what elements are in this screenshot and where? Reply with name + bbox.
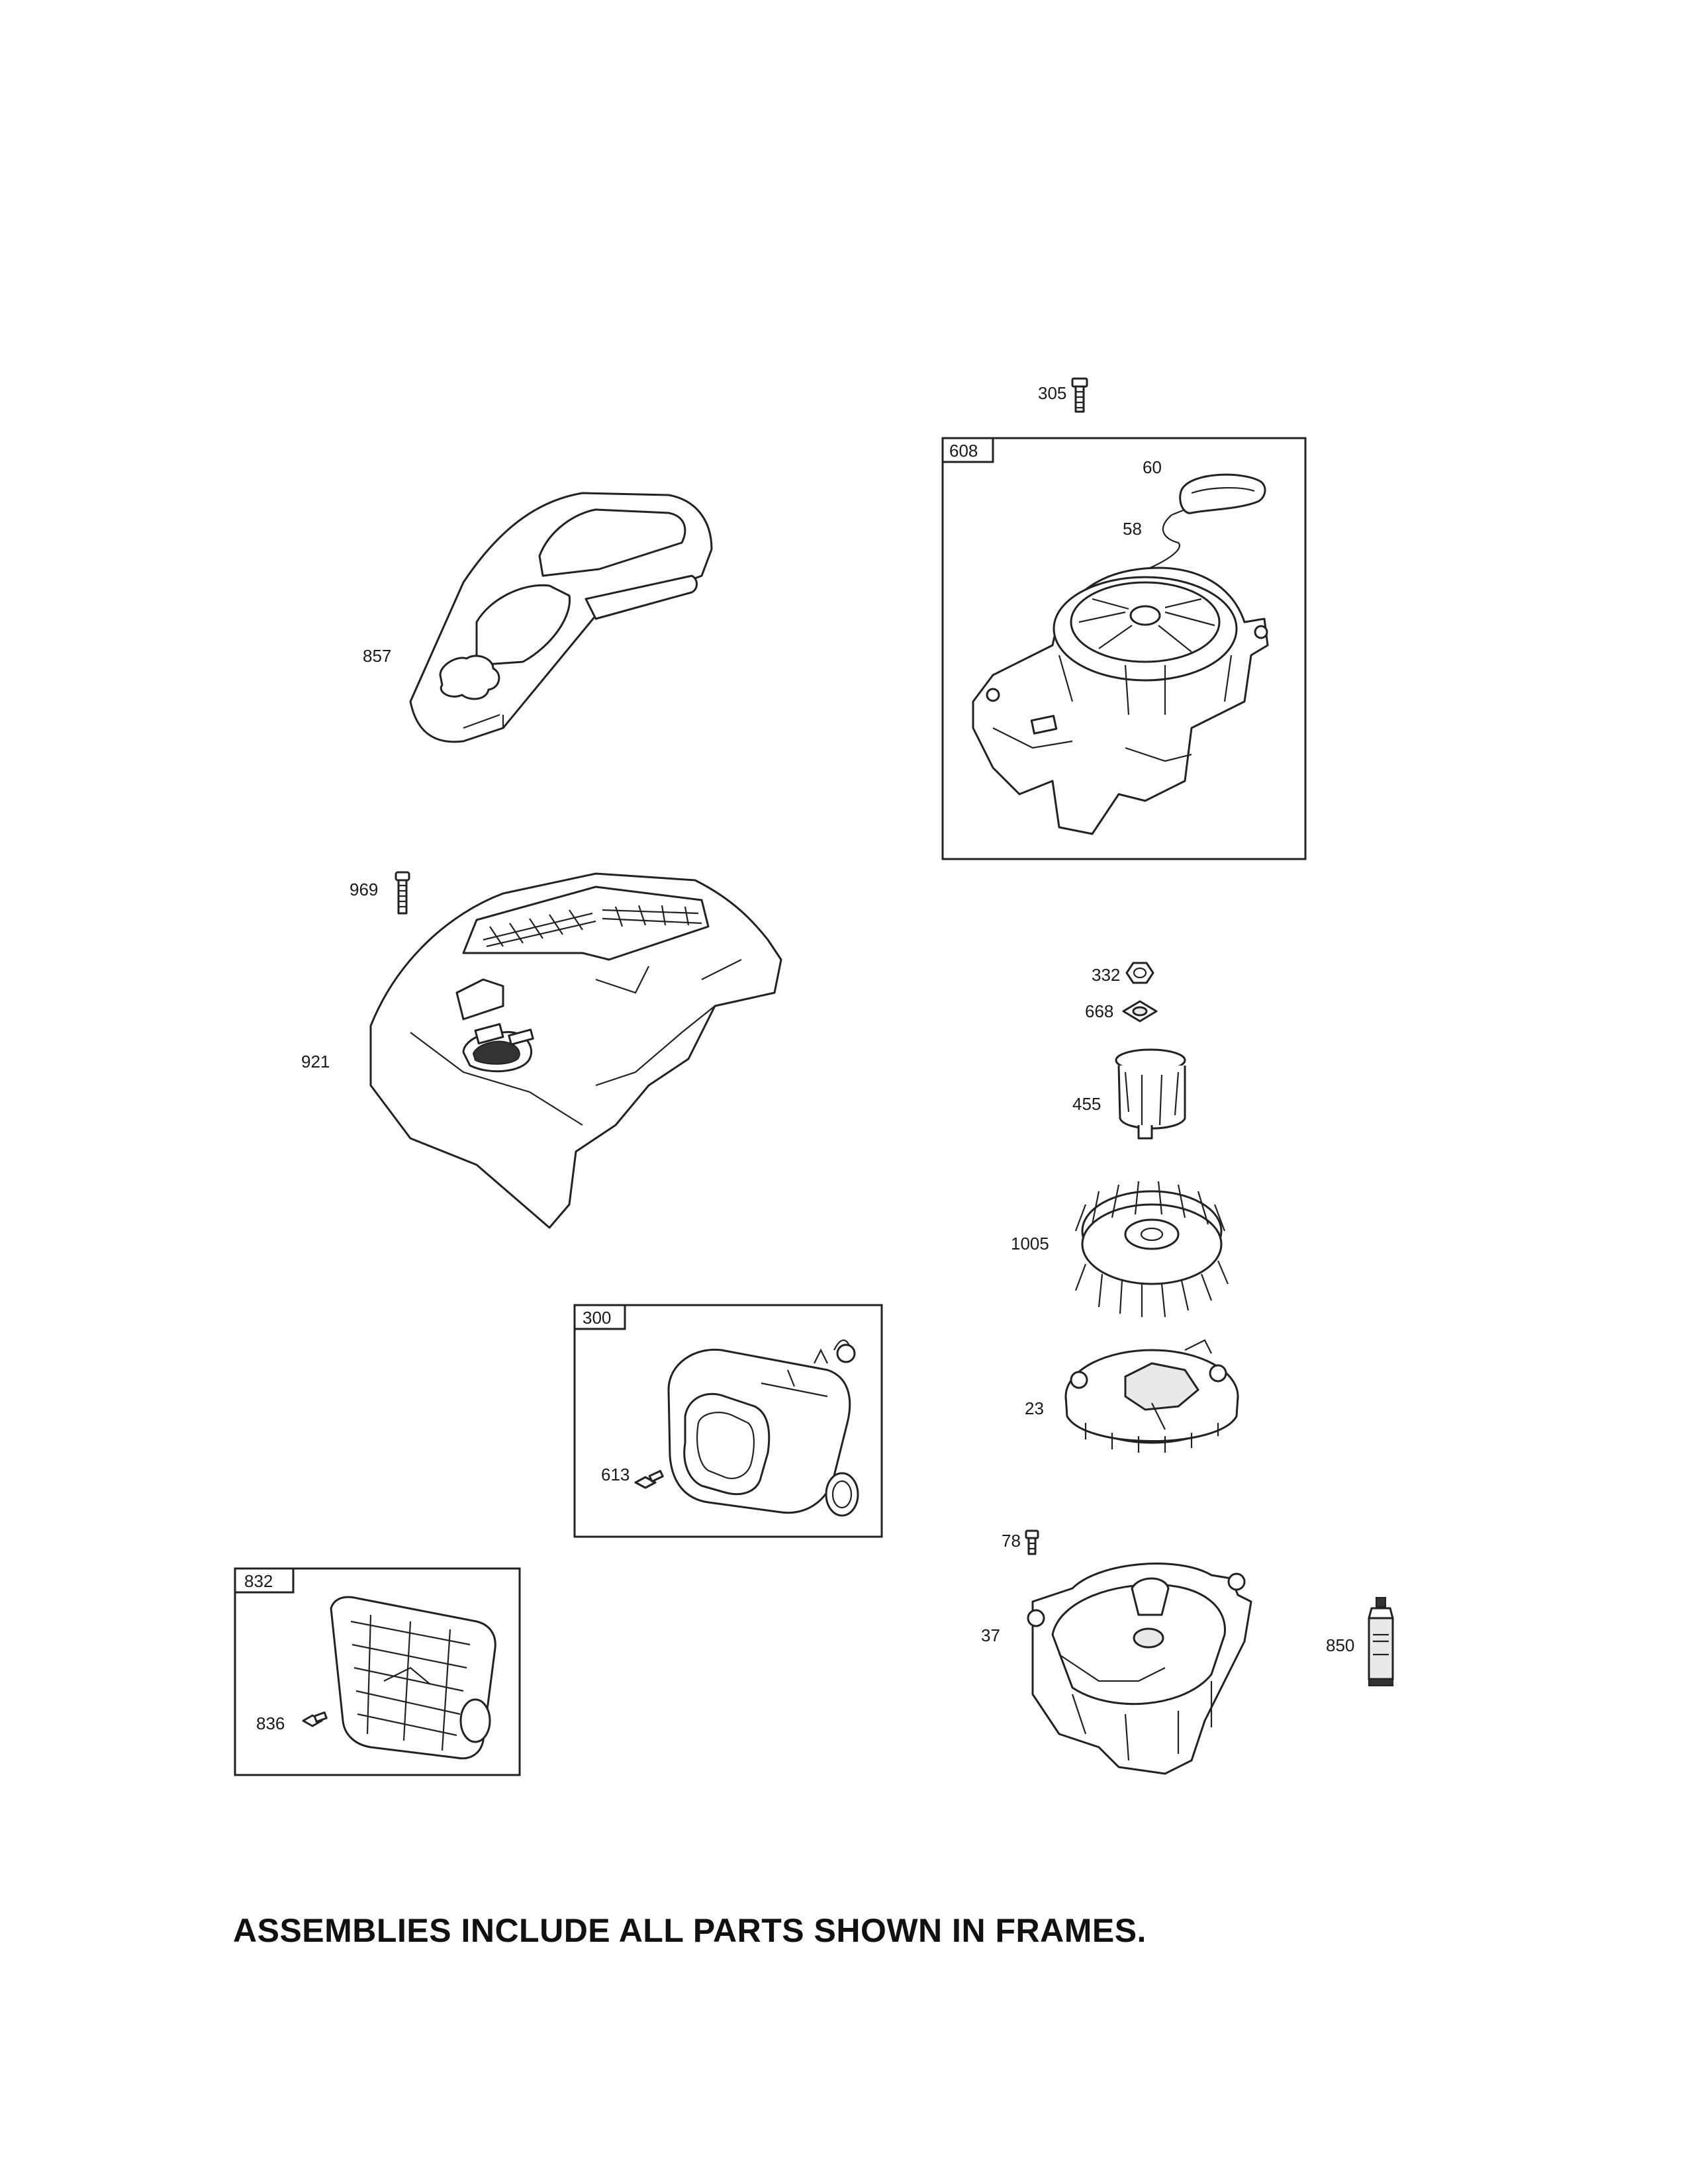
part-921: 921: [301, 872, 782, 1229]
crankcase-37-icon: [1027, 1563, 1252, 1775]
part-label-60: 60: [1143, 457, 1162, 477]
part-969: 969: [350, 871, 410, 915]
part-label-1005: 1005: [1011, 1234, 1049, 1253]
part-label-921: 921: [301, 1052, 330, 1071]
screw-836-icon: [302, 1711, 328, 1727]
screw-305-icon: [1071, 377, 1088, 413]
washer-668-icon: [1122, 1000, 1158, 1023]
part-label-608: 608: [949, 441, 978, 461]
part-label-58: 58: [1123, 519, 1142, 539]
blower-housing-921-icon: [369, 872, 782, 1229]
backplate-23-icon: [1064, 1339, 1239, 1453]
baffle-857-icon: [409, 492, 713, 743]
part-455: 455: [1072, 1048, 1186, 1140]
part-857: 857: [363, 492, 713, 743]
part-label-23: 23: [1025, 1398, 1044, 1418]
screw-969-icon: [395, 871, 410, 915]
nut-332-icon: [1125, 962, 1154, 984]
part-23: 23: [1025, 1339, 1239, 1453]
part-668: 668: [1085, 1000, 1158, 1023]
footer-note: ASSEMBLIES INCLUDE ALL PARTS SHOWN IN FR…: [233, 1912, 1147, 1949]
screw-78-icon: [1025, 1529, 1039, 1555]
part-label-832: 832: [244, 1571, 273, 1591]
muffler-guard-832-icon: [330, 1596, 496, 1760]
starter-cup-455-icon: [1115, 1048, 1186, 1140]
flywheel-fan-1005-icon: [1074, 1181, 1229, 1318]
starter-handle-60-icon: [1171, 473, 1266, 516]
part-label-455: 455: [1072, 1094, 1101, 1114]
part-label-969: 969: [350, 880, 378, 899]
part-label-668: 668: [1085, 1001, 1113, 1021]
part-label-37: 37: [981, 1625, 1000, 1645]
frame-832: 832 836: [234, 1567, 521, 1776]
part-1005: 1005: [1011, 1181, 1229, 1318]
starter-housing-icon: [972, 567, 1269, 835]
frame-300: 300 613: [573, 1304, 883, 1538]
part-label-836: 836: [256, 1713, 285, 1733]
part-label-78: 78: [1002, 1531, 1021, 1551]
frame-608: 608 60 58: [941, 437, 1307, 860]
part-label-613: 613: [601, 1465, 630, 1484]
muffler-300-icon: [667, 1339, 859, 1517]
part-label-332: 332: [1092, 965, 1120, 985]
part-37: 37: [981, 1563, 1252, 1775]
part-label-850: 850: [1326, 1635, 1354, 1655]
sealant-tube-850-icon: [1368, 1597, 1394, 1686]
part-850: 850: [1326, 1597, 1394, 1686]
part-label-857: 857: [363, 646, 391, 666]
part-label-305: 305: [1038, 383, 1066, 403]
part-305: 305: [1038, 377, 1088, 413]
part-78: 78: [1002, 1529, 1039, 1555]
screw-613-icon: [634, 1470, 664, 1489]
part-label-300: 300: [583, 1308, 611, 1328]
part-332: 332: [1092, 962, 1154, 985]
